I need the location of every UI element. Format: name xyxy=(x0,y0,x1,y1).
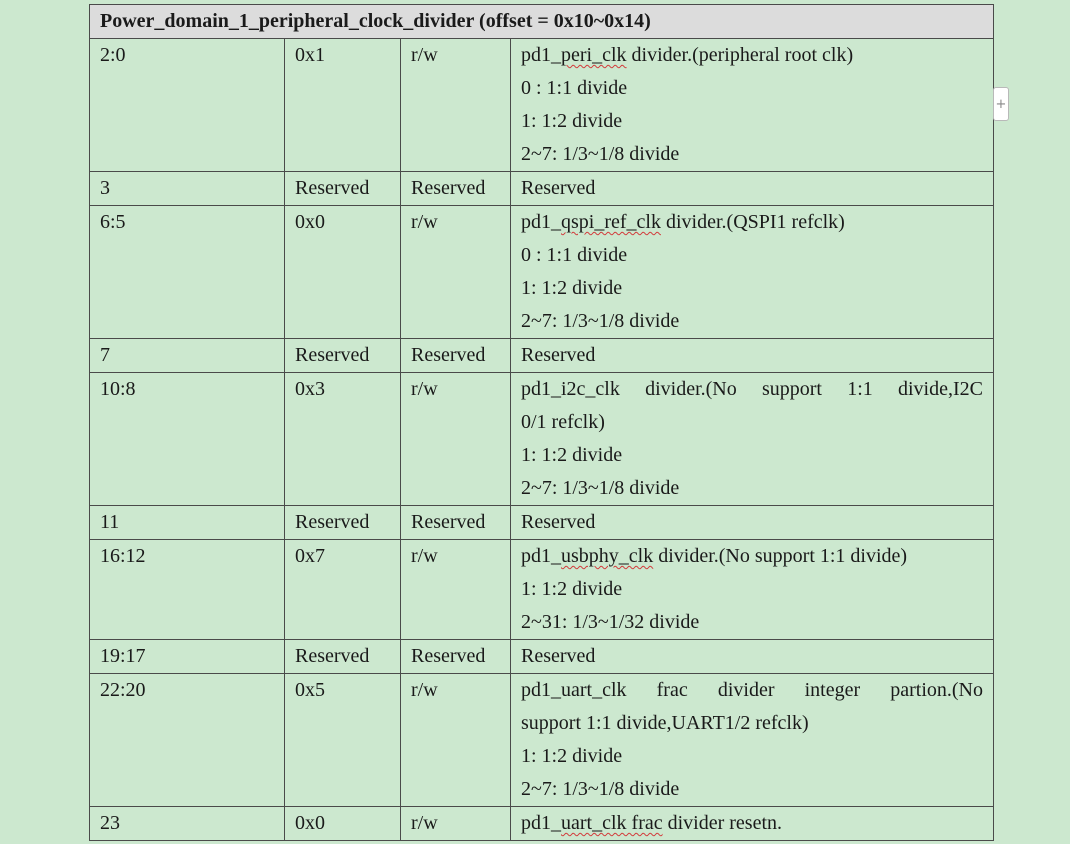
description-line: 0/1 refclk) xyxy=(521,411,605,433)
default-cell: 0x1 xyxy=(284,38,401,172)
description-line: 0 : 1:1 divide xyxy=(521,244,628,266)
description-cell: pd1_qspi_ref_clk divider.(QSPI1 refclk) 0… xyxy=(510,205,994,339)
description-line: support 1:1 divide,UART1/2 refclk) xyxy=(521,712,809,734)
description-cell: pd1_uart_clk frac divider resetn. xyxy=(510,806,994,841)
description-cell: Reserved xyxy=(510,338,994,373)
description-line: 1: 1:2 divide xyxy=(521,277,623,299)
access-cell: Reserved xyxy=(400,338,511,373)
desc-suffix: divider.(QSPI1 refclk) xyxy=(660,211,845,233)
bits-cell: 3 xyxy=(89,171,285,206)
default-cell: Reserved xyxy=(284,171,401,206)
access-cell: r/w xyxy=(400,205,511,339)
desc-suffix: divider.(peripheral root clk) xyxy=(626,44,854,66)
description-line: 0 : 1:1 divide xyxy=(521,77,628,99)
description-line: pd1_i2c_clk divider.(No support 1:1 divi… xyxy=(521,378,983,400)
description-line: Reserved xyxy=(521,511,596,533)
description-cell: pd1_usbphy_clk divider.(No support 1:1 d… xyxy=(510,539,994,640)
spellcheck-word: uart_clk frac xyxy=(561,812,663,834)
desc-suffix: divider.(No support 1:1 divide) xyxy=(653,545,908,567)
description-line: Reserved xyxy=(521,645,596,667)
default-cell: Reserved xyxy=(284,505,401,540)
description-line: pd1_uart_clk frac divider integer partio… xyxy=(521,679,983,701)
add-row-button[interactable]: + xyxy=(993,87,1009,121)
bits-cell: 19:17 xyxy=(89,639,285,674)
default-cell: Reserved xyxy=(284,639,401,674)
desc-prefix: pd1_ xyxy=(521,211,561,233)
default-cell: 0x0 xyxy=(284,806,401,841)
spellcheck-word: peri_clk xyxy=(561,44,627,66)
desc-prefix: pd1_ xyxy=(521,545,561,567)
bits-cell: 23 xyxy=(89,806,285,841)
desc-prefix: pd1_ xyxy=(521,812,561,834)
default-cell: Reserved xyxy=(284,338,401,373)
description-line: pd1_peri_clk divider.(peripheral root cl… xyxy=(521,39,983,72)
bits-cell: 2:0 xyxy=(89,38,285,172)
bits-cell: 16:12 xyxy=(89,539,285,640)
access-cell: r/w xyxy=(400,539,511,640)
description-line: 2~7: 1/3~1/8 divide xyxy=(521,310,680,332)
access-cell: r/w xyxy=(400,372,511,506)
description-cell: Reserved xyxy=(510,505,994,540)
bits-cell: 22:20 xyxy=(89,673,285,807)
description-line: 2~31: 1/3~1/32 divide xyxy=(521,611,700,633)
description-line: 2~7: 1/3~1/8 divide xyxy=(521,778,680,800)
access-cell: r/w xyxy=(400,806,511,841)
access-cell: r/w xyxy=(400,673,511,807)
bits-cell: 6:5 xyxy=(89,205,285,339)
access-cell: Reserved xyxy=(400,171,511,206)
plus-icon: + xyxy=(995,96,1007,112)
description-line: 2~7: 1/3~1/8 divide xyxy=(521,477,680,499)
description-line: 1: 1:2 divide xyxy=(521,110,623,132)
register-title: Power_domain_1_peripheral_clock_divider … xyxy=(89,4,994,39)
description-line: 2~7: 1/3~1/8 divide xyxy=(521,143,680,165)
description-cell: pd1_peri_clk divider.(peripheral root cl… xyxy=(510,38,994,172)
description-line: pd1_usbphy_clk divider.(No support 1:1 d… xyxy=(521,540,983,573)
description-line: Reserved xyxy=(521,177,596,199)
description-cell: pd1_i2c_clk divider.(No support 1:1 divi… xyxy=(510,372,994,506)
bits-cell: 10:8 xyxy=(89,372,285,506)
description-line: pd1_qspi_ref_clk divider.(QSPI1 refclk) xyxy=(521,206,983,239)
description-line: Reserved xyxy=(521,344,596,366)
register-table: Power_domain_1_peripheral_clock_divider … xyxy=(89,4,994,841)
default-cell: 0x5 xyxy=(284,673,401,807)
access-cell: Reserved xyxy=(400,639,511,674)
default-cell: 0x0 xyxy=(284,205,401,339)
default-cell: 0x7 xyxy=(284,539,401,640)
default-cell: 0x3 xyxy=(284,372,401,506)
description-cell: Reserved xyxy=(510,171,994,206)
description-line: 1: 1:2 divide xyxy=(521,444,623,466)
description-line: pd1_uart_clk frac divider resetn. xyxy=(521,807,983,840)
spellcheck-word: qspi_ref_clk xyxy=(561,211,661,233)
table-header-row: Power_domain_1_peripheral_clock_divider … xyxy=(89,4,994,39)
description-cell: pd1_uart_clk frac divider integer partio… xyxy=(510,673,994,807)
bits-cell: 7 xyxy=(89,338,285,373)
access-cell: Reserved xyxy=(400,505,511,540)
description-cell: Reserved xyxy=(510,639,994,674)
desc-suffix: divider resetn. xyxy=(662,812,783,834)
bits-cell: 11 xyxy=(89,505,285,540)
description-line: 1: 1:2 divide xyxy=(521,745,623,767)
access-cell: r/w xyxy=(400,38,511,172)
desc-prefix: pd1_ xyxy=(521,44,561,66)
description-line: 1: 1:2 divide xyxy=(521,578,623,600)
spellcheck-word: usbphy_clk xyxy=(561,545,654,567)
